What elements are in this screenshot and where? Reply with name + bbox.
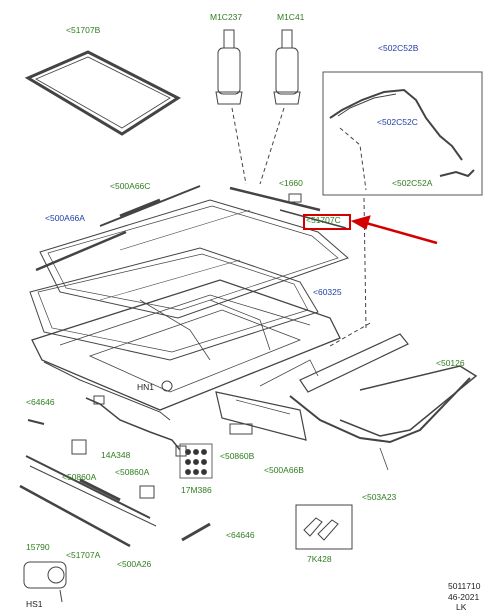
label-51707c: <51707C xyxy=(306,215,341,225)
sunroof-frame xyxy=(31,279,341,411)
label-1660: <1660 xyxy=(279,178,303,188)
label-51707a: <51707A xyxy=(66,550,101,560)
clip-64646 xyxy=(27,419,45,425)
strip-500a66a xyxy=(35,230,127,272)
label-50860b: <50860B xyxy=(220,451,255,461)
bracket-50860b xyxy=(229,423,253,435)
plug-m1c237 xyxy=(215,29,243,105)
label-hs1: HS1 xyxy=(26,599,43,609)
highlight-box xyxy=(303,214,351,230)
label-64646-a: <64646 xyxy=(26,397,55,407)
label-50860a-a: <50860A xyxy=(115,467,150,477)
footer-code: 5011710 xyxy=(448,581,481,591)
callout-arrow xyxy=(350,215,438,245)
label-15790: 15790 xyxy=(26,542,50,552)
label-500a66a: <500A66A xyxy=(45,213,85,223)
glass-panel xyxy=(39,199,349,319)
label-502c52b: <502C52B xyxy=(378,43,419,53)
label-500a66b: <500A66B xyxy=(264,465,304,475)
seal-51707b xyxy=(24,50,182,136)
footer-region: LK xyxy=(456,602,467,612)
rail-upper xyxy=(25,455,151,519)
drain-hose xyxy=(329,88,463,161)
label-503a23: <503A23 xyxy=(362,492,397,502)
bracket-50860a xyxy=(71,439,87,455)
motor-15790 xyxy=(23,561,67,603)
inset-7k428 xyxy=(295,504,353,550)
part-hn1 xyxy=(161,380,173,392)
label-50860a-b: <50860A xyxy=(62,472,97,482)
label-502c52a: <502C52A xyxy=(392,178,433,188)
label-502c52c: <502C52C xyxy=(377,117,418,127)
label-m1c237: M1C237 xyxy=(210,12,243,22)
label-500a26: <500A26 xyxy=(117,559,152,569)
label-60325: <60325 xyxy=(313,287,342,297)
label-14a348: 14A348 xyxy=(101,450,131,460)
rail-50126 xyxy=(299,333,409,393)
bolts-17m386 xyxy=(185,449,207,475)
label-64646-b: <64646 xyxy=(226,530,255,540)
plug-m1c41 xyxy=(273,29,301,105)
label-m1c41: M1C41 xyxy=(277,12,305,22)
label-50126: <50126 xyxy=(436,358,465,368)
footer-date: 46-2021 xyxy=(448,592,480,602)
label-7k428: 7K428 xyxy=(307,554,332,564)
panel-500a66b xyxy=(215,391,307,441)
label-51707b: <51707B xyxy=(66,25,101,35)
seal-51707c xyxy=(279,209,347,229)
strip-500a66c xyxy=(99,185,201,227)
harness-14a348 xyxy=(85,397,181,451)
label-hn1: HN1 xyxy=(137,382,155,392)
label-17m386: 17M386 xyxy=(181,485,212,495)
cable-503a23 xyxy=(289,377,471,444)
seal-51707a xyxy=(19,484,131,548)
label-500a66c: <500A66C xyxy=(110,181,151,191)
